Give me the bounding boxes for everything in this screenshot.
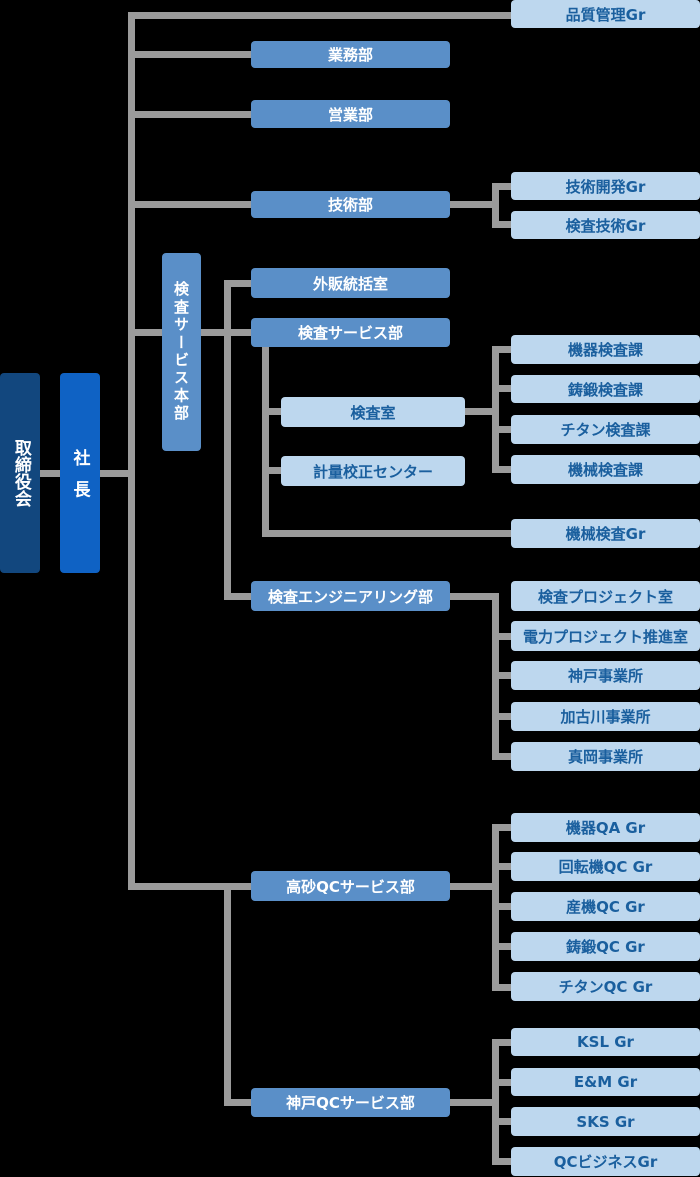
connector-president-trunk xyxy=(100,470,135,477)
connector-stub-chutan-kensa xyxy=(492,385,511,392)
connector-stub-kakogawa xyxy=(492,713,511,720)
node-kensa-service-dept: 検査サービス部 xyxy=(251,318,450,347)
connector-stub-kikai-kensa xyxy=(492,466,511,473)
connector-eigyo xyxy=(131,111,251,118)
connector-gijutsu-bracket-h xyxy=(450,201,499,208)
node-kobe-qc-dept: 神戸QCサービス部 xyxy=(251,1088,450,1117)
node-em-gr: E&M Gr xyxy=(511,1068,700,1096)
connector-stub-kensatech xyxy=(492,221,511,228)
node-kensa-tech-gr: 検査技術Gr xyxy=(511,211,700,239)
connector-takasago-bracket-h xyxy=(450,883,499,890)
node-denryoku-project-office: 電力プロジェクト推進室 xyxy=(511,621,700,651)
node-tech-dev-gr: 技術開発Gr xyxy=(511,172,700,200)
connector-stub-em xyxy=(492,1079,511,1086)
connector-kobe-bracket-h xyxy=(450,1099,499,1106)
connector-stub-titan-qc xyxy=(492,984,511,991)
node-eng-dept: 検査エンジニアリング部 xyxy=(251,581,450,611)
connector-gyomu xyxy=(131,51,251,58)
node-kikai-kensa-ka: 機械検査課 xyxy=(511,455,700,484)
connector-stub-techdev xyxy=(492,183,511,190)
connector-eng-bracket-h xyxy=(450,593,499,600)
node-moka-jigyosho: 真岡事業所 xyxy=(511,742,700,771)
node-eigyo-dept: 営業部 xyxy=(251,100,450,128)
node-sanki-qc-gr: 産機QC Gr xyxy=(511,892,700,921)
connector-gijutsu xyxy=(131,201,251,208)
connector-kensa-room xyxy=(262,408,281,415)
node-qc-business-gr: QCビジネスGr xyxy=(511,1147,700,1176)
connector-stub-chutan-qc xyxy=(492,943,511,950)
node-kensa-room: 検査室 xyxy=(281,397,465,427)
connector-stub-kiki-qa xyxy=(492,824,511,831)
node-kobe-jigyosho: 神戸事業所 xyxy=(511,661,700,690)
node-president: 社長 xyxy=(60,373,100,573)
node-kiki-kensa-ka: 機器検査課 xyxy=(511,335,700,364)
connector-stub-kiki-kensa xyxy=(492,346,511,353)
connector-board-president xyxy=(40,470,60,477)
node-kiki-qa-gr: 機器QA Gr xyxy=(511,813,700,842)
node-quality-gr: 品質管理Gr xyxy=(511,0,700,28)
connector-trunk xyxy=(128,12,135,890)
connector-quality-gr xyxy=(131,12,511,19)
node-kaitenki-qc-gr: 回転機QC Gr xyxy=(511,852,700,881)
node-keiryo-center: 計量校正センター xyxy=(281,456,465,486)
connector-keiryo xyxy=(262,467,281,474)
node-gyomu-dept: 業務部 xyxy=(251,41,450,68)
connector-gaihan xyxy=(224,280,251,287)
connector-stub-sanki xyxy=(492,903,511,910)
connector-stub-moka xyxy=(492,753,511,760)
connector-stub-ksl xyxy=(492,1039,511,1046)
node-titan-kensa-ka: チタン検査課 xyxy=(511,415,700,444)
node-kakogawa-jigyosho: 加古川事業所 xyxy=(511,702,700,731)
connector-kobe-bracket-v xyxy=(492,1039,499,1165)
connector-honbu-subtrunk-v xyxy=(224,280,231,600)
connector-stub-sks xyxy=(492,1118,511,1125)
node-kikai-kensa-gr: 機械検査Gr xyxy=(511,519,700,548)
node-gijutsu-dept: 技術部 xyxy=(251,191,450,218)
connector-kikai-gr xyxy=(262,530,511,537)
connector-stub-kaitenki xyxy=(492,863,511,870)
node-board-of-directors: 取締役会 xyxy=(0,373,40,573)
connector-stub-kobe-office xyxy=(492,672,511,679)
connector-takasago xyxy=(128,883,251,890)
connector-kensa-room-bracket-h xyxy=(465,408,499,415)
node-kensa-project-office: 検査プロジェクト室 xyxy=(511,581,700,611)
node-ksl-gr: KSL Gr xyxy=(511,1028,700,1056)
connector-stub-denryoku xyxy=(492,633,511,640)
node-titan-qc-gr: チタンQC Gr xyxy=(511,972,700,1001)
connector-eng xyxy=(224,593,251,600)
connector-stub-titan-kensa xyxy=(492,426,511,433)
node-chutan-kensa-ka: 鋳鍛検査課 xyxy=(511,375,700,403)
connector-kensa-room-bracket-v xyxy=(492,346,499,473)
connector-kservice-sub-v xyxy=(262,347,269,537)
node-inspection-service-hq: 検査サービス本部 xyxy=(162,253,201,451)
connector-stub-qcbiz xyxy=(492,1158,511,1165)
node-takasago-qc-dept: 高砂QCサービス部 xyxy=(251,871,450,901)
connector-kobe-qc xyxy=(224,1099,251,1106)
node-gaihan-office: 外販統括室 xyxy=(251,268,450,298)
connector-gijutsu-bracket-v xyxy=(492,183,499,228)
node-sks-gr: SKS Gr xyxy=(511,1107,700,1136)
connector-kobe-subtrunk-v xyxy=(224,883,231,1106)
node-chutan-qc-gr: 鋳鍛QC Gr xyxy=(511,932,700,961)
